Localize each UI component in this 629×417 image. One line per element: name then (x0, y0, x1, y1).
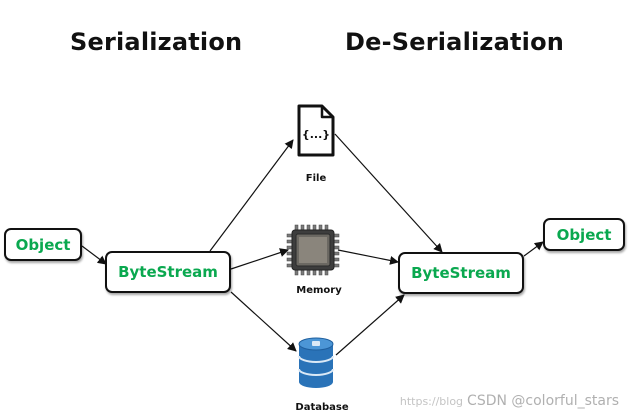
arrow-object-to-bytestream (81, 245, 107, 265)
object-node-output: Object (543, 218, 625, 251)
file-caption: File (305, 173, 327, 184)
memory-caption: Memory (296, 285, 342, 296)
arrow-bytestream-to-object (523, 241, 544, 257)
database-icon (298, 337, 334, 388)
object-node-input: Object (4, 228, 82, 261)
arrow-bytestream-to-database (230, 291, 297, 352)
arrow-database-to-bytestream (335, 294, 405, 356)
database-caption: Database (295, 402, 349, 413)
arrow-file-to-bytestream (334, 133, 443, 253)
file-icon-text: {...} (302, 128, 330, 141)
memory-chip-icon (286, 224, 340, 276)
arrow-bytestream-to-memory (230, 248, 289, 270)
serialization-title: Serialization (70, 28, 243, 56)
arrow-bytestream-to-file (209, 139, 294, 252)
file-code-icon: {...} (297, 104, 335, 157)
watermark-handle: CSDN @colorful_stars (467, 393, 619, 409)
bytestream-node-deserialization: ByteStream (398, 252, 524, 294)
arrow-memory-to-bytestream (337, 249, 399, 265)
bytestream-node-serialization: ByteStream (105, 251, 231, 293)
deserialization-title: De-Serialization (345, 28, 565, 56)
watermark-url: https://blog (399, 395, 464, 408)
